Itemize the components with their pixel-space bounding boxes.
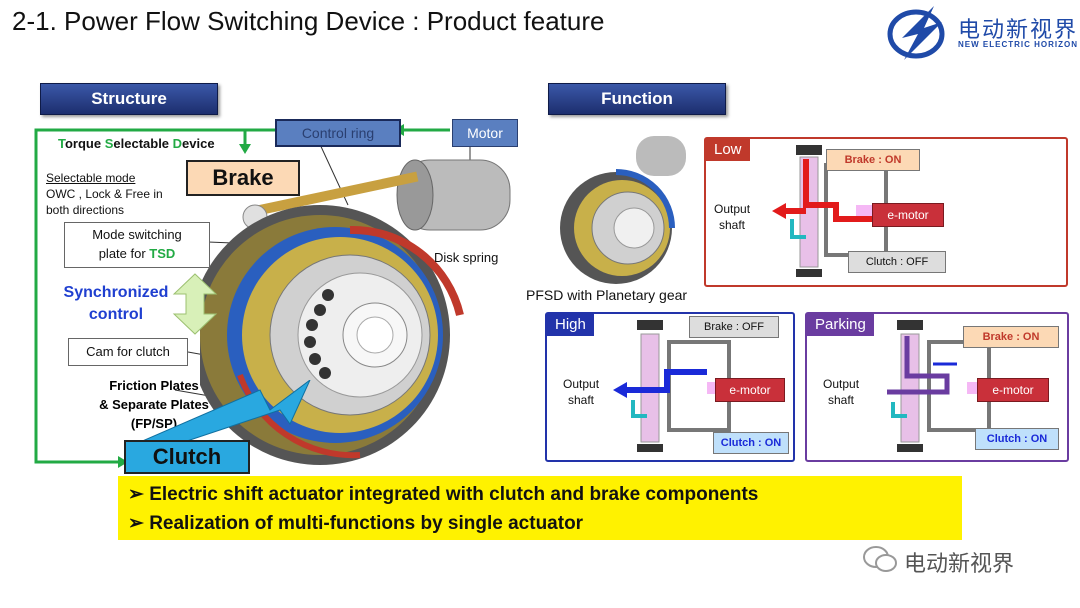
clutch-label: Clutch bbox=[124, 440, 250, 474]
structure-header: Structure bbox=[40, 83, 218, 115]
selectable-mode-text: Selectable mode OWC , Lock & Free in bot… bbox=[46, 171, 163, 217]
synchronized-control-label: Synchronized control bbox=[63, 284, 169, 323]
low-mode-tag: Low bbox=[706, 139, 750, 161]
motor-label: Motor bbox=[452, 119, 518, 147]
parking-emotor-label: e-motor bbox=[977, 378, 1049, 402]
low-brake-status: Brake : ON bbox=[826, 149, 920, 171]
high-emotor-label: e-motor bbox=[715, 378, 785, 402]
high-clutch-status: Clutch : ON bbox=[713, 432, 789, 454]
pfsd-caption: PFSD with Planetary gear bbox=[526, 287, 688, 303]
wechat-icon bbox=[863, 546, 897, 572]
parking-mode-tag: Parking bbox=[807, 314, 874, 336]
lightning-logo-icon bbox=[887, 6, 945, 60]
logo-text-en: NEW ELECTRIC HORIZON bbox=[958, 40, 1078, 49]
double-arrow-icon bbox=[172, 273, 218, 335]
summary-note: ➢ Electric shift actuator integrated wit… bbox=[118, 476, 962, 540]
low-emotor-label: e-motor bbox=[872, 203, 944, 227]
function-header: Function bbox=[548, 83, 726, 115]
summary-line-2: ➢ Realization of multi-functions by sing… bbox=[128, 513, 584, 534]
watermark-text: 电动新视界 bbox=[904, 551, 1015, 576]
cam-for-clutch-label: Cam for clutch bbox=[68, 338, 188, 366]
low-clutch-status: Clutch : OFF bbox=[848, 251, 946, 273]
mode-switching-plate-label: Mode switching plate for TSD bbox=[64, 222, 210, 268]
parking-brake-status: Brake : ON bbox=[963, 326, 1059, 348]
slide-title: 2-1. Power Flow Switching Device : Produ… bbox=[12, 6, 605, 36]
high-brake-status: Brake : OFF bbox=[689, 316, 779, 338]
friction-plates-label: Friction Plates & Separate Plates (FP/SP… bbox=[99, 378, 209, 431]
parking-clutch-status: Clutch : ON bbox=[975, 428, 1059, 450]
tsd-title: Torque Selectable Device bbox=[58, 136, 215, 151]
summary-line-1: ➢ Electric shift actuator integrated wit… bbox=[128, 484, 759, 505]
disk-spring-label: Disk spring bbox=[434, 250, 499, 265]
control-ring-label: Control ring bbox=[275, 119, 401, 147]
high-mode-tag: High bbox=[547, 314, 594, 336]
pfsd-small-illustration bbox=[560, 136, 686, 284]
logo-text-cn: 电动新视界 bbox=[958, 17, 1079, 42]
brake-label: Brake bbox=[186, 160, 300, 196]
